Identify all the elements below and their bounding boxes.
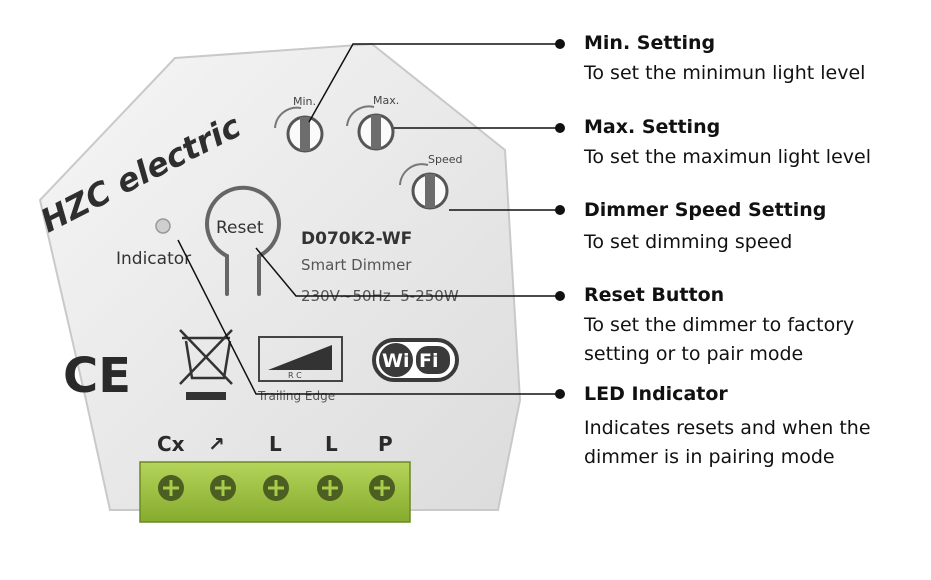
- trailing-edge-label: Trailing Edge: [257, 389, 335, 403]
- model-number: D070K2-WF: [301, 229, 412, 249]
- wifi-badge: [372, 338, 459, 382]
- annotation-reset-title: Reset Button: [584, 284, 725, 306]
- terminal-label-l1: L: [269, 432, 282, 456]
- leader-dot-reset: [555, 291, 565, 301]
- indicator-led: [155, 218, 171, 234]
- terminal-label-cx: Cx: [157, 432, 185, 456]
- leader-dot-min: [555, 39, 565, 49]
- speed-knob-label: Speed: [428, 153, 462, 166]
- leader-line-min: [308, 43, 560, 123]
- annotation-speed-title: Dimmer Speed Setting: [584, 199, 827, 221]
- terminal-label-p: P: [378, 432, 393, 456]
- leader-dot-speed: [555, 205, 565, 215]
- trailing-edge-icon: [258, 336, 343, 382]
- leader-line-reset: [255, 247, 560, 297]
- min-knob-label: Min.: [293, 95, 316, 108]
- annotation-led-desc-2: dimmer is in pairing mode: [584, 446, 835, 468]
- annotation-speed-desc: To set dimming speed: [584, 231, 793, 253]
- ce-mark: CE: [63, 348, 131, 404]
- rc-label: R C: [288, 371, 302, 380]
- annotation-max-desc: To set the maximun light level: [584, 146, 871, 168]
- product-name: Smart Dimmer: [301, 256, 412, 274]
- leader-dot-max: [555, 123, 565, 133]
- max-knob-label: Max.: [373, 94, 399, 107]
- annotation-reset-desc-2: setting or to pair mode: [584, 343, 804, 365]
- annotation-min-title: Min. Setting: [584, 32, 716, 54]
- speed-knob[interactable]: [399, 163, 449, 210]
- annotation-max-title: Max. Setting: [584, 116, 721, 138]
- terminal-label-dimmed: ↗: [208, 432, 225, 456]
- terminal-label-l2: L: [325, 432, 338, 456]
- min-knob[interactable]: [274, 106, 324, 153]
- leader-dot-led: [555, 389, 565, 399]
- wifi-text-right: Fi: [419, 350, 439, 372]
- weee-bin-icon: [179, 329, 233, 400]
- annotation-min-desc: To set the minimun light level: [584, 62, 866, 84]
- annotation-led-desc-1: Indicates resets and when the: [584, 417, 871, 439]
- annotation-reset-desc-1: To set the dimmer to factory: [584, 314, 855, 336]
- reset-button-outline[interactable]: [205, 185, 281, 296]
- max-knob[interactable]: [346, 105, 395, 151]
- reset-button-label: Reset: [216, 218, 264, 238]
- annotation-led-title: LED Indicator: [584, 383, 728, 405]
- wifi-text-left: Wi: [382, 350, 409, 372]
- indicator-label: Indicator: [116, 249, 191, 269]
- leader-line-led: [177, 239, 560, 395]
